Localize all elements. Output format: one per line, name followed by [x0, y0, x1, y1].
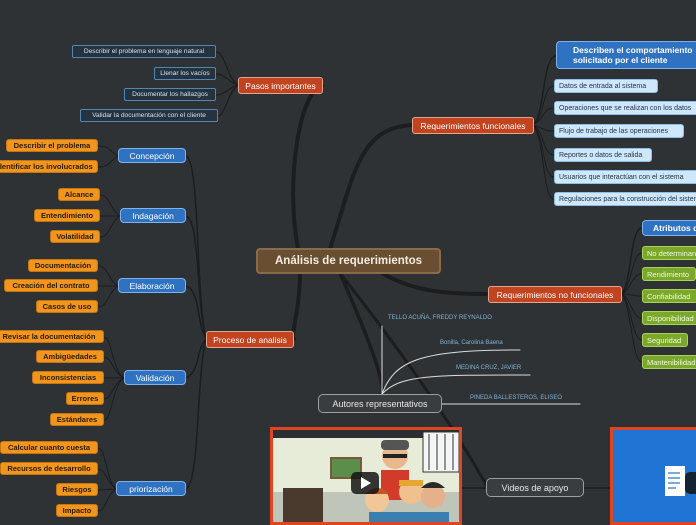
group-indagacion[interactable]: Indagación [120, 208, 186, 223]
funcionales-item[interactable]: Operaciones que se realizan con los dato… [554, 101, 696, 115]
no-funcionales-item[interactable]: No determinan [642, 246, 696, 260]
validacion-item[interactable]: Inconsistencias [32, 371, 104, 384]
pasos-item[interactable]: Describir el problema en lenguaje natura… [72, 45, 216, 58]
validacion-item[interactable]: Revisar la documentación [0, 330, 104, 343]
priorizacion-item[interactable]: Impacto [56, 504, 98, 517]
elaboracion-item[interactable]: Creación del contrato [4, 279, 98, 292]
priorizacion-item[interactable]: Recursos de desarrollo [0, 462, 98, 475]
topic-pasos-importantes[interactable]: Pasos importantes [238, 77, 323, 94]
concepcion-item[interactable]: Identificar los involucrados [0, 160, 98, 173]
funcionales-item[interactable]: Regulaciones para la construcción del si… [554, 192, 696, 206]
topic-requerimientos-no-funcionales[interactable]: Requerimientos no funcionales [488, 286, 622, 303]
group-validacion[interactable]: Validación [124, 370, 186, 385]
validacion-item[interactable]: Estándares [50, 413, 104, 426]
funcionales-item[interactable]: Flujo de trabajo de las operaciones [554, 124, 684, 138]
author-entry[interactable]: Bonilla, Carolina Baena [440, 340, 503, 346]
no-funcionales-item[interactable]: Seguridad [642, 333, 688, 347]
elaboracion-item[interactable]: Casos de uso [36, 300, 98, 313]
video-thumbnail-left[interactable] [270, 427, 462, 525]
funcionales-item[interactable]: Reportes o datos de salida [554, 148, 652, 162]
topic-requerimientos-funcionales[interactable]: Requerimientos funcionales [412, 117, 534, 134]
validacion-item[interactable]: Errores [66, 392, 104, 405]
indagacion-item[interactable]: Alcance [58, 188, 100, 201]
no-funcionales-item[interactable]: Mantenibilidad [642, 355, 696, 369]
author-entry[interactable]: TELLO ACUÑA, FREDDY REYNALDO [388, 315, 492, 321]
document-icon [665, 466, 685, 496]
group-priorizacion[interactable]: priorización [116, 481, 186, 496]
pasos-item[interactable]: Validar la documentación con el cliente [80, 109, 218, 122]
central-topic[interactable]: Análisis de requerimientos [256, 248, 441, 274]
no-funcionales-item[interactable]: Rendimiento [642, 267, 696, 281]
group-concepcion[interactable]: Concepción [118, 148, 186, 163]
priorizacion-item[interactable]: Calcular cuanto cuesta [0, 441, 98, 454]
topic-autores-representativos[interactable]: Autores representativos [318, 394, 442, 413]
validacion-item[interactable]: Ambigüedades [36, 350, 104, 363]
video-thumbnail-right[interactable] [610, 427, 696, 525]
pasos-item[interactable]: Documentar los hallazgos [124, 88, 216, 101]
priorizacion-item[interactable]: Riesgos [56, 483, 98, 496]
author-entry[interactable]: PINEDA BALLESTEROS, ELISEO [470, 395, 563, 401]
indagacion-item[interactable]: Entendimiento [34, 209, 100, 222]
topic-proceso-de-analisis[interactable]: Proceso de analisis [206, 331, 294, 348]
elaboracion-item[interactable]: Documentación [28, 259, 98, 272]
play-icon[interactable] [351, 472, 379, 494]
funcionales-item[interactable]: Datos de entrada al sistema [554, 79, 658, 93]
pasos-item[interactable]: Llenar los vacíos [154, 67, 216, 80]
concepcion-item[interactable]: Describir el problema [6, 139, 98, 152]
author-entry[interactable]: MEDINA CRUZ, JAVIER [456, 365, 522, 371]
no-funcionales-head[interactable]: Atributos de calidad [642, 220, 696, 236]
no-funcionales-item[interactable]: Confiabilidad [642, 289, 696, 303]
indagacion-item[interactable]: Volatilidad [50, 230, 100, 243]
funcionales-head[interactable]: Describen el comportamiento solicitado p… [556, 41, 696, 69]
no-funcionales-item[interactable]: Disponibilidad [642, 311, 696, 325]
funcionales-item[interactable]: Usuarios que interactúan con el sistema [554, 170, 696, 184]
play-icon[interactable] [685, 472, 696, 494]
topic-videos-de-apoyo[interactable]: Videos de apoyo [486, 478, 584, 497]
group-elaboracion[interactable]: Elaboración [118, 278, 186, 293]
